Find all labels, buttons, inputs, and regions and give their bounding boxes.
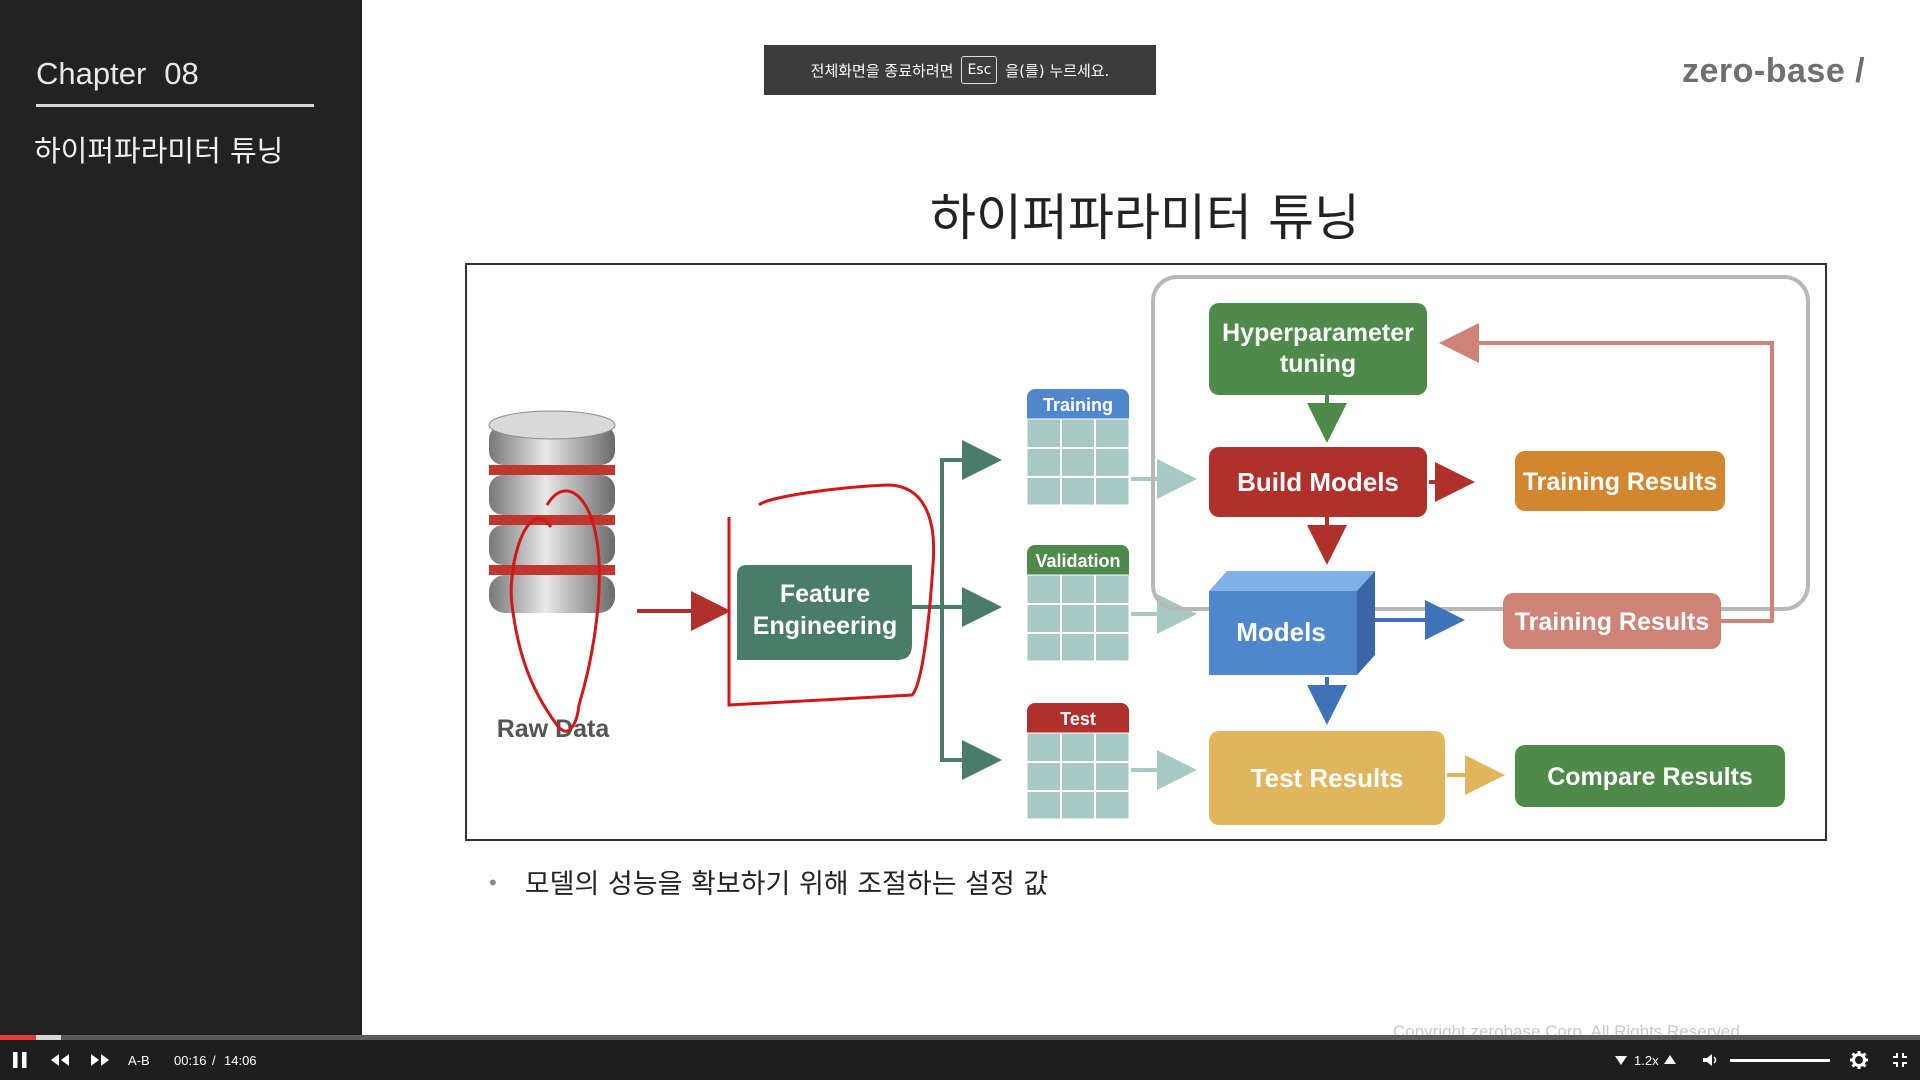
playback-speed: 1.2x bbox=[1634, 1052, 1659, 1068]
tuning-loop-frame bbox=[1151, 275, 1810, 611]
validation-table bbox=[1026, 545, 1130, 662]
bullet-dot: • bbox=[487, 871, 499, 895]
forward-button[interactable] bbox=[90, 1040, 110, 1080]
chapter-label: Chapter bbox=[36, 56, 147, 91]
slide-title: 하이퍼파라미터 튜닝 bbox=[0, 178, 1920, 250]
chapter-title: 하이퍼파라미터 튜닝 bbox=[34, 134, 284, 168]
training-results-box-2 bbox=[1503, 593, 1721, 649]
time-separator: / bbox=[212, 1052, 216, 1068]
toast-suffix: 을(를) 누르세요. bbox=[1005, 61, 1110, 80]
seek-bar[interactable] bbox=[0, 1035, 1920, 1040]
compare-results-label: Compare Results bbox=[1547, 763, 1753, 791]
pause-icon bbox=[13, 1052, 27, 1068]
red-annotation-box bbox=[727, 483, 936, 707]
gear-icon bbox=[1850, 1051, 1868, 1069]
split-arrows bbox=[912, 440, 1002, 780]
ml-pipeline-diagram: Raw Data Feature Engineering Training Va… bbox=[465, 263, 1827, 841]
table-out-arrows bbox=[1131, 459, 1197, 790]
triangle-down-icon bbox=[1615, 1056, 1627, 1065]
forward-icon bbox=[91, 1054, 109, 1066]
chapter-heading: Chapter 08 bbox=[36, 56, 199, 92]
feedback-loop-arrow bbox=[1439, 323, 1774, 623]
build-models-box bbox=[1209, 447, 1427, 517]
hyperparameter-tuning-box bbox=[1209, 303, 1427, 395]
training-results-box-1 bbox=[1515, 451, 1725, 511]
toast-prefix: 전체화면을 종료하려면 bbox=[810, 61, 954, 80]
rewind-button[interactable] bbox=[50, 1040, 70, 1080]
hyper-label-line2: tuning bbox=[1280, 350, 1356, 378]
player-controls: A-B 00:16 / 14:06 1.2x bbox=[0, 1040, 1920, 1080]
training-table bbox=[1026, 389, 1130, 506]
test-table-label: Test bbox=[1060, 709, 1096, 729]
ab-repeat-button[interactable]: A-B bbox=[128, 1052, 150, 1068]
rewind-icon bbox=[51, 1054, 69, 1066]
chapter-number: 08 bbox=[164, 56, 199, 91]
exit-fullscreen-icon bbox=[1893, 1053, 1907, 1067]
training-results-label-2: Training Results bbox=[1515, 608, 1709, 636]
chapter-sidebar: Chapter 08 하이퍼파라미터 튜닝 bbox=[0, 0, 362, 1040]
bullet-text: 모델의 성능을 확보하기 위해 조절하는 설정 값 bbox=[524, 869, 1049, 900]
duration: 14:06 bbox=[224, 1052, 257, 1068]
played-bar bbox=[0, 1035, 37, 1040]
settings-button[interactable] bbox=[1850, 1040, 1868, 1080]
hyper-label-line1: Hyperparameter bbox=[1222, 319, 1414, 347]
feature-label-line2: Engineering bbox=[753, 612, 897, 640]
feature-label-line1: Feature bbox=[780, 580, 870, 608]
zero-base-logo: zero-base / bbox=[1682, 52, 1866, 90]
training-table-label: Training bbox=[1043, 395, 1113, 415]
pipeline-diagram-svg: Raw Data Feature Engineering Training Va… bbox=[488, 275, 1810, 825]
database-icon bbox=[488, 410, 616, 613]
build-models-label: Build Models bbox=[1237, 467, 1399, 497]
esc-key-badge: Esc bbox=[961, 56, 998, 84]
fullscreen-exit-toast: 전체화면을 종료하려면 Esc 을(를) 누르세요. bbox=[764, 45, 1156, 95]
training-results-label-1: Training Results bbox=[1523, 468, 1717, 496]
pause-button[interactable] bbox=[12, 1040, 28, 1080]
triangle-up-icon bbox=[1664, 1055, 1676, 1064]
validation-table-label: Validation bbox=[1035, 551, 1120, 571]
test-results-box bbox=[1209, 731, 1445, 825]
volume-icon bbox=[1703, 1054, 1717, 1066]
speed-up-button[interactable] bbox=[1664, 1040, 1676, 1080]
exit-fullscreen-button[interactable] bbox=[1892, 1040, 1908, 1080]
models-box bbox=[1209, 571, 1375, 675]
test-results-label: Test Results bbox=[1251, 763, 1404, 793]
models-label: Models bbox=[1236, 617, 1326, 647]
chapter-divider bbox=[36, 104, 314, 107]
compare-results-box bbox=[1515, 745, 1785, 807]
feature-engineering-box bbox=[737, 565, 912, 660]
bullet-point: • 모델의 성능을 확보하기 위해 조절하는 설정 값 bbox=[487, 862, 1048, 901]
volume-button[interactable] bbox=[1702, 1040, 1718, 1080]
speed-down-button[interactable] bbox=[1615, 1040, 1627, 1080]
current-time: 00:16 bbox=[174, 1052, 207, 1068]
red-annotation-circle bbox=[509, 489, 601, 733]
test-table bbox=[1026, 703, 1130, 820]
volume-slider[interactable] bbox=[1730, 1059, 1830, 1062]
slide-title-text: 하이퍼파라미터 튜닝 bbox=[930, 189, 1360, 247]
